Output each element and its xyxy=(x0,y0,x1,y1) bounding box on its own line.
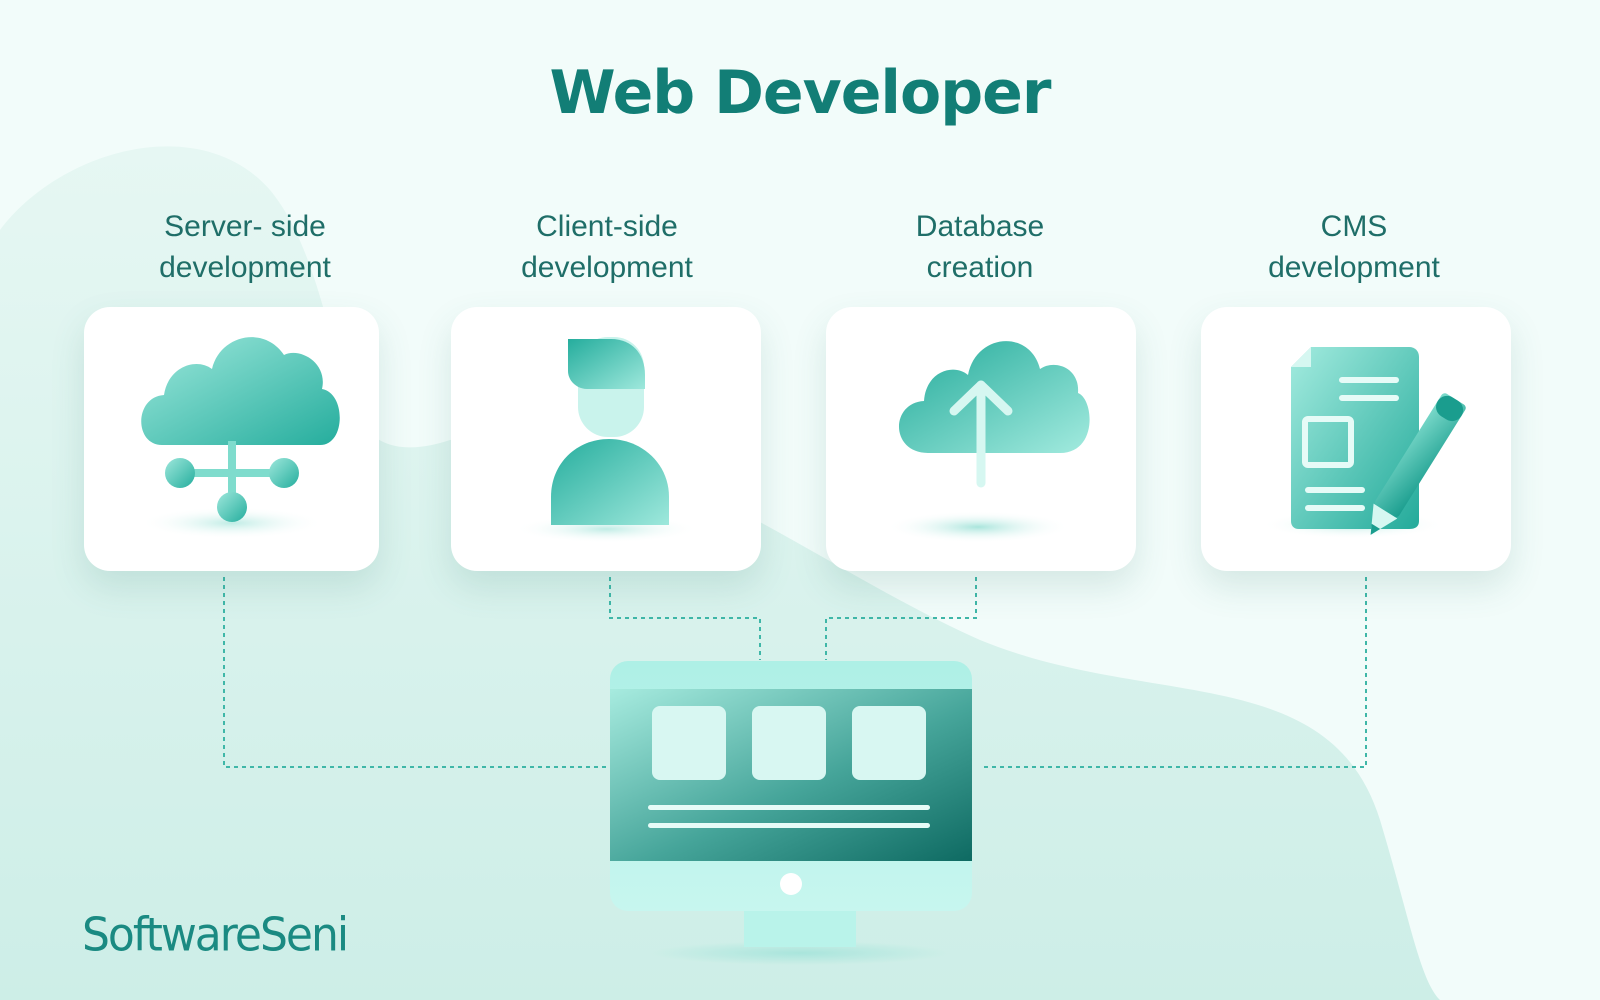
label-line-2: development xyxy=(1268,251,1440,284)
label-line-2: creation xyxy=(926,251,1034,284)
label-client-side: Client-side development xyxy=(442,206,772,288)
user-icon xyxy=(514,337,698,543)
card-server-side xyxy=(84,307,379,571)
label-line-1: CMS xyxy=(1320,210,1388,243)
label-line-2: development xyxy=(159,251,331,284)
card-database xyxy=(826,307,1136,571)
label-server-side: Server- side development xyxy=(80,206,410,288)
cloud-network-icon xyxy=(140,337,340,539)
page-title: Web Developer xyxy=(549,58,1052,128)
label-line-2: development xyxy=(521,251,693,284)
document-pencil-icon xyxy=(1261,347,1466,539)
label-cms: CMS development xyxy=(1189,206,1519,288)
card-client-side xyxy=(451,307,761,571)
label-line-1: Database xyxy=(915,210,1045,243)
card-cms xyxy=(1201,307,1511,571)
cloud-upload-icon xyxy=(886,341,1090,543)
label-line-1: Server- side xyxy=(164,210,326,243)
label-line-1: Client-side xyxy=(536,210,678,243)
label-database: Database creation xyxy=(815,206,1145,288)
softwareseni-logo: SoftwareSeni xyxy=(82,908,349,963)
monitor-icon xyxy=(610,661,972,965)
